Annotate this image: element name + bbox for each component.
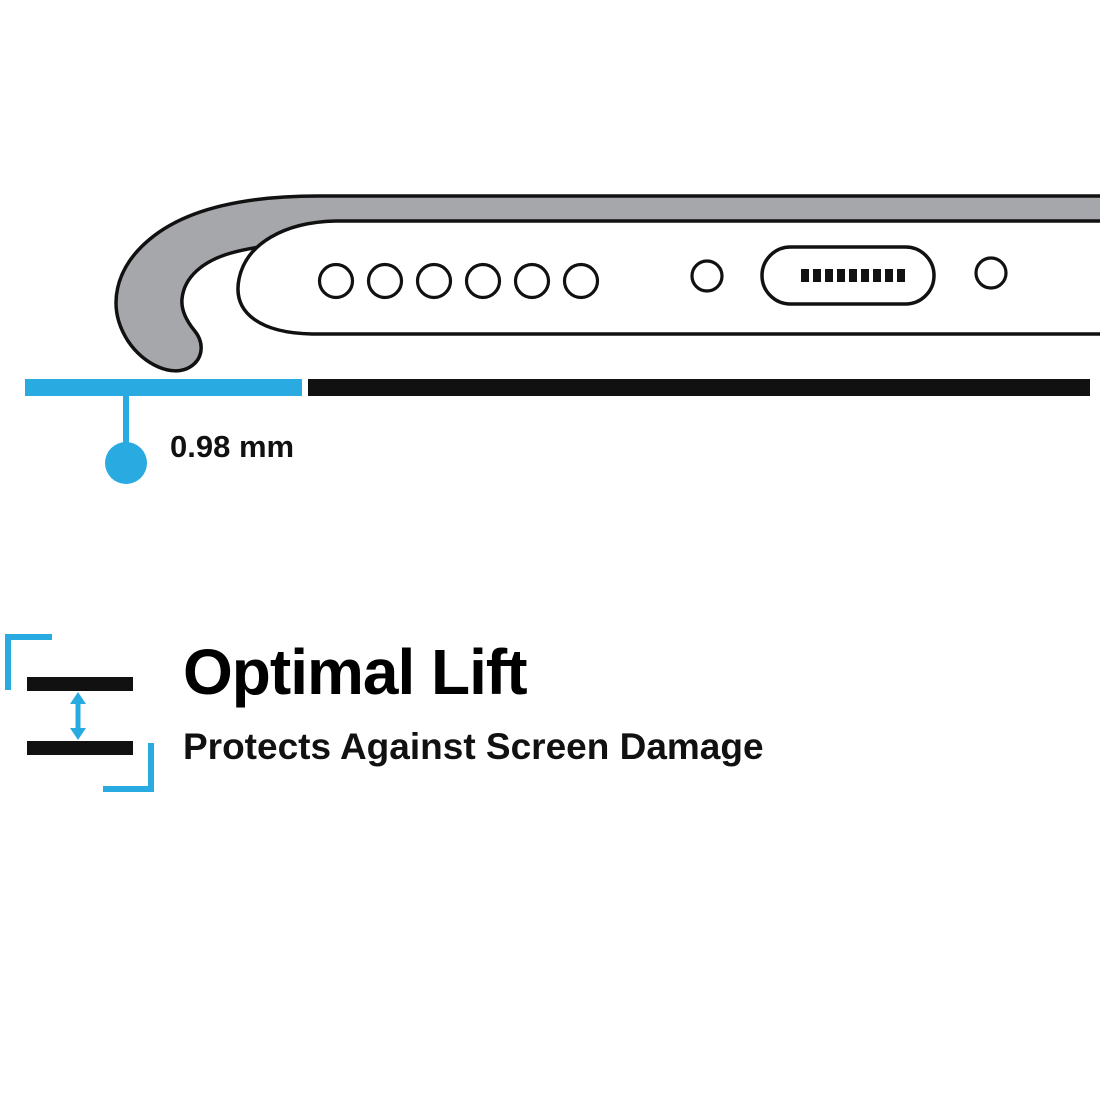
double-arrow-icon <box>70 692 86 740</box>
optimal-lift-icon <box>5 634 154 792</box>
top-bar <box>27 677 133 691</box>
phone-case-illustration <box>25 194 1100 484</box>
callout-line <box>123 396 129 446</box>
feature-subtitle: Protects Against Screen Damage <box>183 726 764 767</box>
bottom-bar <box>27 741 133 755</box>
screw-hole-icon <box>974 256 1008 290</box>
feature-text: Optimal Lift Protects Against Screen Dam… <box>183 640 764 768</box>
bracket-top-left-icon <box>5 634 52 690</box>
feature-block: Optimal Lift Protects Against Screen Dam… <box>0 620 1100 820</box>
bracket-bottom-right-icon <box>103 743 154 792</box>
speaker-holes-icon <box>317 262 600 300</box>
mic-hole-icon <box>690 259 724 293</box>
callout-dot <box>105 442 147 484</box>
lip-height-bar-cyan <box>25 379 302 396</box>
lip-height-label: 0.98 mm <box>170 429 295 464</box>
baseline-bar-black <box>308 379 1090 396</box>
charging-port-icon <box>760 245 936 306</box>
feature-title: Optimal Lift <box>183 636 528 708</box>
